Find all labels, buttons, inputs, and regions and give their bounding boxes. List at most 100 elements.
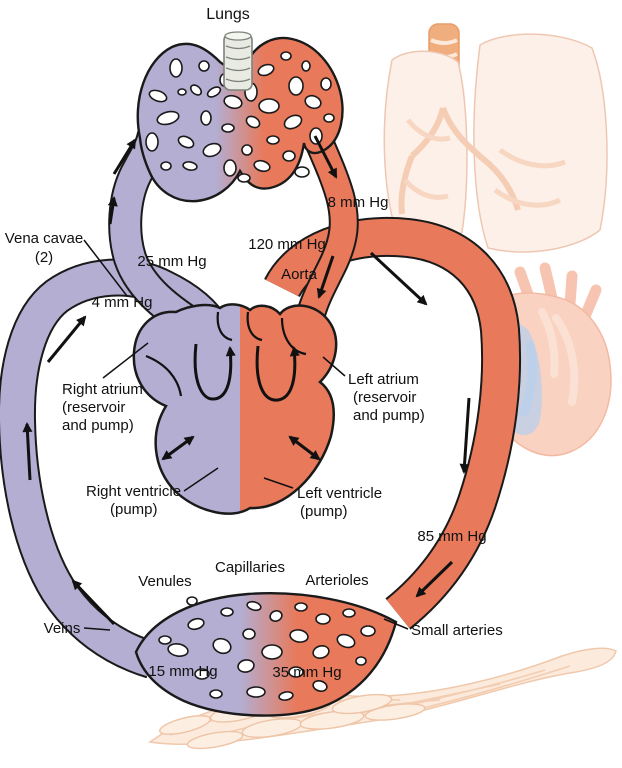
capillary-holes [158, 596, 376, 701]
right-atrium-inner-curve [145, 354, 183, 397]
capillary-hole [283, 114, 303, 130]
left-ventricle-pump-arrow [288, 435, 321, 461]
left-atrium-inner-curve [280, 317, 307, 356]
left-atrium-label: Left atrium [348, 371, 419, 388]
pulmonary-artery-pressure: 25 mm Hg [137, 253, 206, 270]
capillary-hole [182, 161, 198, 171]
capillary-hole [360, 625, 376, 637]
capillary-hole [221, 123, 235, 133]
capillary-hole [145, 132, 159, 152]
pulmonary-vein-pressure: 8 mm Hg [328, 194, 389, 211]
aorta-vessel [264, 217, 522, 630]
venules-pressure: 15 mm Hg [148, 663, 217, 680]
capillary-hole [187, 617, 205, 631]
right-ventricle-pointer [183, 467, 219, 492]
small-arteries-pointer [383, 618, 409, 630]
heart [132, 303, 338, 515]
left-ventricle-label: Left ventricle [297, 485, 382, 502]
right-atrium-label-2: (reservoir [62, 399, 125, 416]
capillary-hole [261, 644, 283, 660]
capillary-hole [336, 633, 356, 649]
capillary-hole [320, 77, 332, 91]
capillary-hole [223, 94, 243, 110]
right-ventricle-label: Right ventricle [86, 483, 181, 500]
capillary-hole [220, 607, 234, 617]
capillary-hole [177, 135, 195, 149]
capillary-hole [355, 656, 367, 666]
capillary-hole [242, 628, 256, 640]
capillary-hole [245, 115, 261, 129]
capillary-hole [212, 637, 232, 655]
capillary-hole [167, 643, 189, 657]
aorta-label: Aorta [281, 266, 318, 283]
capillary-hole [289, 629, 309, 643]
right-heart-flow-arrow [193, 343, 236, 401]
capillary-hole [223, 159, 237, 177]
capillary-hole [301, 60, 311, 72]
blood-flow-arrows [22, 135, 471, 626]
left-atrium-label-2: (reservoir [353, 389, 416, 406]
capillary-hole [241, 144, 253, 156]
capillary-hole [266, 135, 280, 145]
right-ventricle-pump-arrow [161, 435, 195, 461]
capillary-hole [169, 58, 183, 78]
capillary-hole [206, 86, 222, 98]
into-left-atrium-arrow [316, 255, 335, 299]
lungs-label: Lungs [206, 6, 250, 23]
capillary-hole [304, 94, 322, 110]
capillary-hole [200, 110, 212, 126]
capillary-hole [246, 686, 266, 698]
trachea [223, 31, 253, 91]
labels: Lungs Vena cavae (2) 25 mm Hg 4 mm Hg 8 … [5, 6, 503, 681]
aortic-arch-arrow [369, 251, 428, 306]
capillary-hole [209, 689, 223, 699]
capillary-hole [294, 166, 310, 178]
faded-lungs-image [383, 23, 608, 253]
capillary-hole [278, 691, 294, 701]
capillary-hole [258, 98, 280, 114]
left-atrium-label-3: and pump) [353, 407, 425, 424]
left-heart-flow-arrow [255, 345, 300, 402]
capillary-hole [342, 608, 356, 618]
arterioles-label: Arterioles [305, 572, 368, 589]
capillary-hole [280, 51, 292, 61]
capillary-hole [237, 173, 251, 183]
capillaries-label: Capillaries [215, 559, 285, 576]
vena-cavae-label-2: (2) [35, 249, 53, 266]
vena-cava-arrow [46, 315, 87, 363]
small-arteries-label: Small arteries [411, 622, 503, 639]
systemic-capillary-bed [134, 592, 398, 717]
valve-curve-left [216, 311, 233, 342]
capillary-hole [312, 680, 328, 692]
right-atrium-label-3: and pump) [62, 417, 134, 434]
capillary-hole [246, 600, 262, 612]
capillary-hole [194, 668, 210, 680]
lung-alveoli-holes [145, 51, 335, 183]
capillary-hole [294, 602, 308, 612]
descending-aorta-arrow [459, 397, 471, 474]
pulmonary-vein-arrow [313, 135, 338, 179]
capillary-hole [257, 63, 275, 77]
vena-cava-pressure: 4 mm Hg [92, 294, 153, 311]
small-arteries-arrow [415, 560, 454, 598]
capillary-hole [253, 159, 271, 173]
left-atrium-pointer [322, 356, 346, 377]
aorta-pressure: 120 mm Hg [248, 236, 326, 253]
arterioles-pressure: 35 mm Hg [272, 664, 341, 681]
right-atrium-label: Right atrium [62, 381, 143, 398]
vena-cavae-pointer [83, 239, 128, 297]
capillary-hole [148, 89, 168, 103]
capillary-hole [156, 110, 180, 126]
capillary-hole [202, 142, 222, 158]
capillary-hole [315, 613, 331, 625]
capillary-hole [177, 88, 187, 96]
capillary-hole [189, 84, 203, 96]
capillary-hole [312, 645, 330, 659]
capillary-hole [323, 113, 335, 123]
capillary-hole [158, 635, 172, 645]
veins-arrow [71, 579, 116, 626]
right-ventricle-label-2: (pump) [110, 501, 158, 518]
capillary-hole [282, 150, 296, 162]
veins-label: Veins [44, 620, 81, 637]
